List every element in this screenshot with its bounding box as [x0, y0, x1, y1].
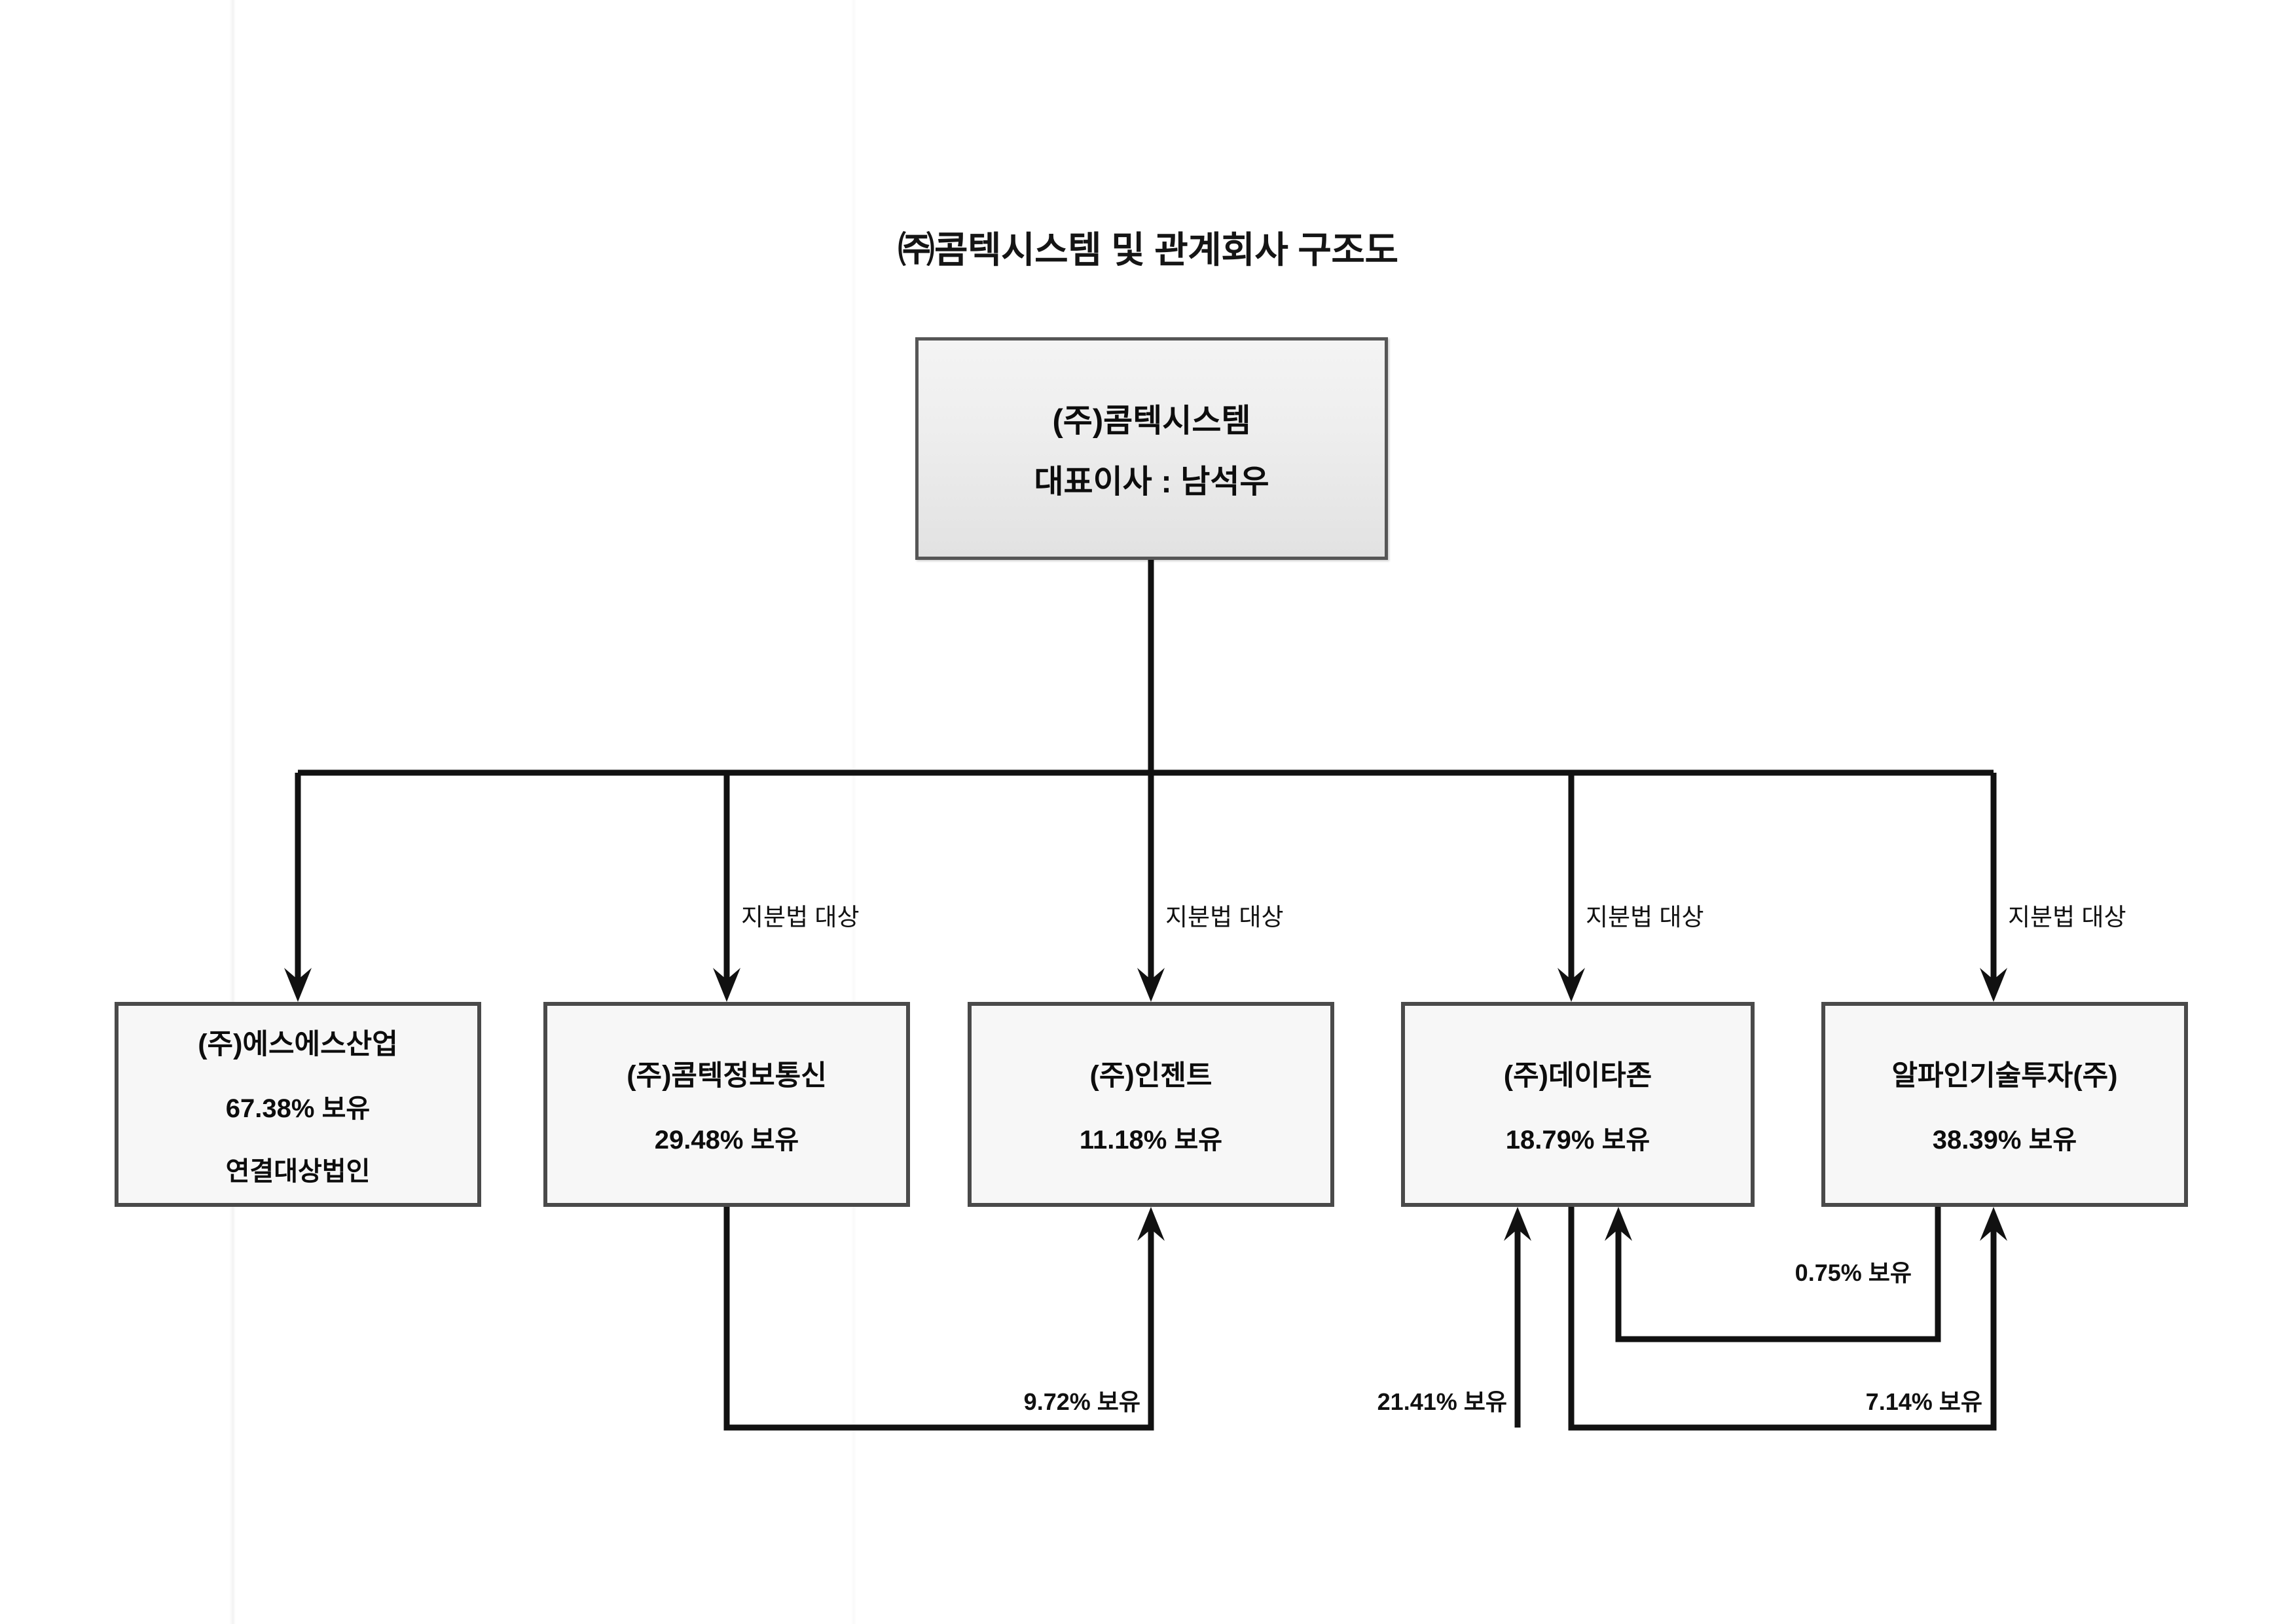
node-alpine-tech-invest-name: 알파인기술투자(주)	[1891, 1060, 2118, 1092]
node-datazone-name: (주)데이타존	[1503, 1060, 1652, 1092]
edge-label-alpine-to-datazone: 0.75% 보유	[1795, 1259, 1912, 1286]
node-komtec-system-role: 대표이사 : 남석우	[1034, 464, 1269, 500]
edge-label-komtec-info-to-ingent: 9.72% 보유	[1023, 1388, 1140, 1415]
node-ss-industry[interactable]: (주)에스에스산업 67.38% 보유 연결대상법인	[115, 1002, 481, 1207]
node-alpine-tech-invest-ownership: 38.39% 보유	[1932, 1125, 2077, 1154]
node-ingent[interactable]: (주)인젠트 11.18% 보유	[968, 1002, 1334, 1207]
edge-datazone-to-alpine-2	[1568, 1207, 1997, 1431]
node-datazone-ownership: 18.79% 보유	[1505, 1125, 1650, 1154]
edge-label-datazone-to-alpine-2: 7.14% 보유	[1865, 1388, 1982, 1415]
edge-label-equity-komtec-info-comm: 지분법 대상	[741, 904, 860, 931]
page-title: ㈜콤텍시스템 및 관계회사 구조도	[898, 229, 1398, 270]
node-ss-industry-name: (주)에스에스산업	[198, 1028, 398, 1060]
edge-label-datazone-to-alpine: 21.41% 보유	[1377, 1388, 1507, 1415]
node-ss-industry-ownership: 67.38% 보유	[225, 1094, 371, 1123]
node-komtec-info-comm-name: (주)콤텍정보통신	[627, 1060, 827, 1092]
edge-label-equity-ingent: 지분법 대상	[1165, 904, 1284, 931]
edge-komtec-info-to-ingent	[723, 1207, 1154, 1431]
node-komtec-system[interactable]: (주)콤텍시스템 대표이사 : 남석우	[915, 337, 1388, 560]
edge-label-equity-alpine: 지분법 대상	[2008, 904, 2126, 931]
node-komtec-system-name: (주)콤텍시스템	[1052, 403, 1251, 439]
arrowheads-down	[284, 968, 2007, 1002]
node-komtec-info-comm[interactable]: (주)콤텍정보통신 29.48% 보유	[543, 1002, 910, 1207]
edge-label-equity-datazone: 지분법 대상	[1586, 904, 1704, 931]
node-ingent-ownership: 11.18% 보유	[1079, 1125, 1223, 1154]
node-datazone[interactable]: (주)데이타존 18.79% 보유	[1401, 1002, 1755, 1207]
node-ss-industry-note: 연결대상법인	[225, 1156, 371, 1186]
arrowheads-up	[1137, 1207, 2007, 1241]
node-komtec-info-comm-ownership: 29.48% 보유	[654, 1125, 799, 1154]
edge-alpine-to-datazone	[1615, 1207, 1941, 1342]
node-alpine-tech-invest[interactable]: 알파인기술투자(주) 38.39% 보유	[1821, 1002, 2188, 1207]
node-ingent-name: (주)인젠트	[1089, 1060, 1212, 1092]
